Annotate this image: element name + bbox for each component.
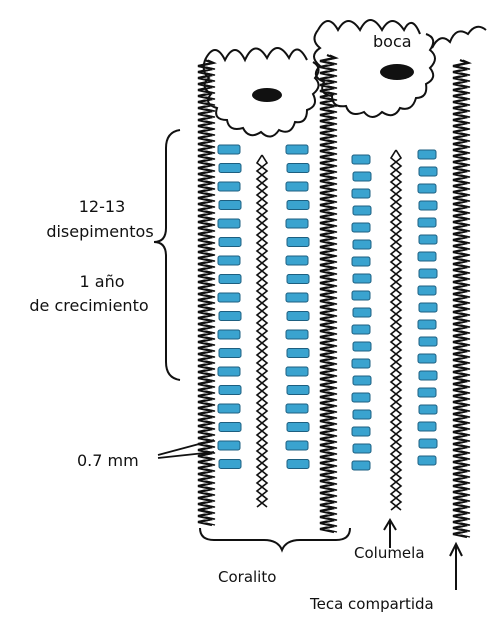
dissepiment-plate [419,235,437,244]
dissepiment-plate [418,456,436,465]
dissepiment-plate [419,405,437,414]
dissepiment-plate [219,164,241,173]
dissepiment-plate [287,238,309,247]
polyp-mouth-left [204,48,319,137]
dissepiment-plate [286,330,308,339]
dissepiment-plate [352,359,370,368]
dissepiment-plate [287,312,309,321]
dissepiment-plate [353,342,371,351]
dissepiment-plate [352,291,370,300]
dissepiment-plate [218,219,240,228]
dissepiment-plate [418,252,436,261]
year-brace [154,130,180,380]
dissepiment-plate [219,349,241,358]
dissepiment-plate [419,439,437,448]
dissepiment-plate [219,238,241,247]
dissepiment-plate [286,404,308,413]
dissepiment-plate [352,393,370,402]
dissepiment-plate [219,201,241,210]
dissepiment-plate [286,256,308,265]
mouth-opening-middle [380,64,414,80]
dissepiment-plate [418,422,436,431]
dissepiment-plate [418,150,436,159]
dissepiment-plate [352,461,370,470]
dissepiment-plate [218,182,240,191]
dissepiment-plate [418,320,436,329]
dissepiment-plate [353,410,371,419]
dissepiment-plate [287,386,309,395]
mouth-opening-left [252,88,282,102]
dissepiment-plate [287,460,309,469]
dissepiment-plate [287,201,309,210]
dissepiment-plate [352,257,370,266]
dissepiment-plate [353,308,371,317]
dissepiment-plate [286,441,308,450]
dissepiment-plate [287,164,309,173]
mouth-label: boca [373,32,412,51]
dissepiment-plate [218,330,240,339]
dissepiment-plate [286,182,308,191]
columella-label: Columela [354,544,425,563]
dissepiment-plate [353,240,371,249]
dissepiment-plate [419,303,437,312]
theca-arrow [450,544,462,590]
dissepiment-plate [218,145,240,154]
dissepiment-plate [286,293,308,302]
polyp-mouth-right [432,27,486,48]
dissepiment-plate [352,189,370,198]
dissepiment-plate [419,371,437,380]
dissepiment-plate [218,293,240,302]
dissepiment-plate [286,367,308,376]
dissepiment-plate [418,184,436,193]
dissepiment-plate [218,441,240,450]
dissepiment-plate [218,404,240,413]
dissepiment-plate [418,388,436,397]
dissepiment-count-label: 12-13 [46,197,158,216]
spacing-label: 0.7 mm [77,451,139,470]
dissepiment-plate [219,386,241,395]
corallite-label: Coralito [218,568,276,587]
dissepiment-plate [353,206,371,215]
dissepiment-plate [353,172,371,181]
dissepiment-plate [286,219,308,228]
dissepiment-plate [352,223,370,232]
dissepiment-plate [218,367,240,376]
dissepiment-plate [353,444,371,453]
dissepiment-plate [353,274,371,283]
dissepiment-plate [219,423,241,432]
dissepiment-plate [418,286,436,295]
dissepiment-plate [287,349,309,358]
dissepiment-plate [419,201,437,210]
dissepiments-word-label: disepimentos [40,222,160,241]
year-label: 1 año [46,272,158,291]
dissepiment-plate [287,275,309,284]
dissepiment-plate [418,218,436,227]
dissepiment-plate [352,427,370,436]
dissepiment-plate [352,155,370,164]
dissepiment-plate [219,312,241,321]
dissepiment-plate [286,145,308,154]
dissepiment-plate [419,269,437,278]
shared-theca-label: Teca compartida [310,595,434,614]
dissepiment-plate [287,423,309,432]
dissepiment-plate [219,460,241,469]
dissepiment-plate [218,256,240,265]
dissepiment-plate [418,354,436,363]
dissepiment-plate [352,325,370,334]
growth-label: de crecimiento [18,296,160,315]
dissepiment-plate [219,275,241,284]
dissepiment-plate [419,167,437,176]
dissepiment-plate [419,337,437,346]
dissepiment-plate [353,376,371,385]
